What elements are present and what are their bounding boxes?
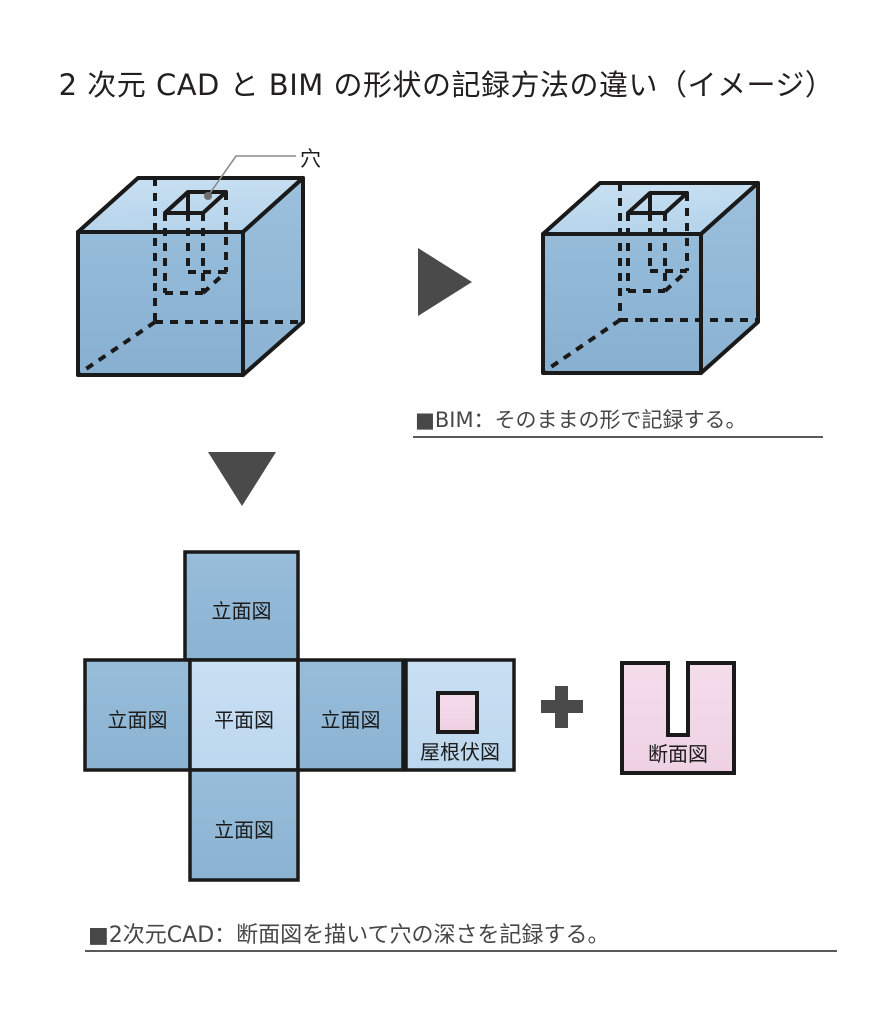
- panel-label-elevation-bottom: 立面図: [214, 818, 274, 842]
- bim-caption: ■BIM：そのままの形で記録する。: [415, 408, 747, 432]
- cube-left-hole-hidden: [163, 192, 228, 295]
- cross-layout-group: [83, 550, 516, 882]
- panel-label-elevation-left: 立面図: [107, 708, 168, 732]
- triangle-right-icon: [418, 248, 472, 316]
- cube-left-front-face: [76, 230, 245, 377]
- cube-right-hidden-edges: [543, 183, 758, 373]
- hole-callout-leader: [204, 155, 296, 200]
- plus-icon: [541, 686, 583, 728]
- cad-caption-rule: [85, 950, 837, 952]
- cube-left-hidden-edges: [78, 178, 303, 375]
- cad-caption: ■2次元CAD：断面図を描いて穴の深さを記録する。: [88, 923, 610, 948]
- panel-label-roof-plan: 屋根伏図: [420, 740, 500, 764]
- panel-plan-center[interactable]: [188, 658, 300, 772]
- panel-label-elevation-top: 立面図: [211, 599, 272, 623]
- panel-label-elevation-right: 立面図: [320, 708, 381, 732]
- triangle-down-icon: [208, 452, 276, 506]
- cube-left-group: [76, 155, 305, 377]
- bim-caption-rule: [413, 436, 823, 438]
- panel-elevation-top[interactable]: [183, 550, 300, 662]
- cube-right-hole-hidden: [626, 193, 689, 293]
- panel-label-plan-center: 平面図: [214, 708, 274, 732]
- hole-callout-label: 穴: [300, 147, 321, 171]
- section-view-label: 断面図: [648, 742, 708, 766]
- panel-elevation-left[interactable]: [83, 658, 192, 772]
- roof-hole-square: [436, 691, 479, 734]
- cube-left-hole-opening: [163, 190, 228, 215]
- cube-right-group: [541, 181, 760, 375]
- section-view-shape[interactable]: [620, 661, 736, 775]
- panel-elevation-bottom[interactable]: [188, 768, 300, 882]
- panel-elevation-right[interactable]: [296, 658, 405, 772]
- page-title: 2 次元 CAD と BIM の形状の記録方法の違い（イメージ）: [58, 68, 835, 102]
